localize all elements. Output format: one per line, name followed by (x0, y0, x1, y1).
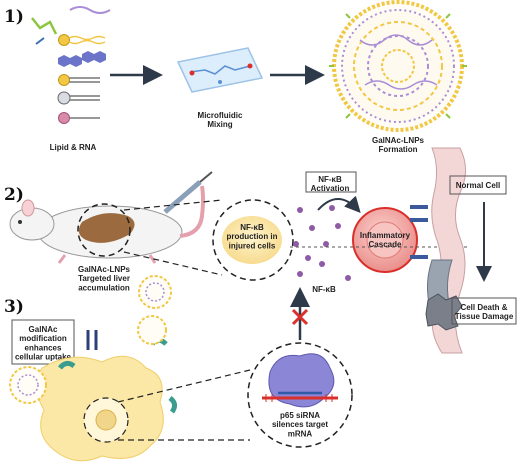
lipid-components (31, 6, 111, 124)
label-normal-cell: Normal Cell (456, 181, 500, 190)
tissue-column (410, 147, 466, 354)
step-1: 1) (4, 7, 24, 27)
inhibit-x-icon (291, 308, 309, 326)
sirna-zoom (247, 342, 353, 448)
hepatocyte-cell (36, 355, 164, 462)
small-lnps (9, 275, 172, 404)
galnac-receptor-pair (86, 330, 98, 350)
mouse (9, 185, 205, 264)
label-lipid-rna: Lipid & RNA (50, 143, 97, 152)
step-3: 3) (4, 297, 24, 317)
galnac-lnp-particle (329, 0, 467, 132)
inflammatory-cascade-cell (352, 207, 418, 273)
label-cell-death: Cell Death &Tissue Damage (455, 303, 514, 321)
nfkb-production-zoom (212, 199, 294, 281)
microfluidic-chip (176, 47, 264, 93)
nfkb-dots (293, 205, 351, 281)
step-2: 2) (4, 185, 24, 205)
label-nfkb-small: NF-κB (312, 285, 336, 294)
